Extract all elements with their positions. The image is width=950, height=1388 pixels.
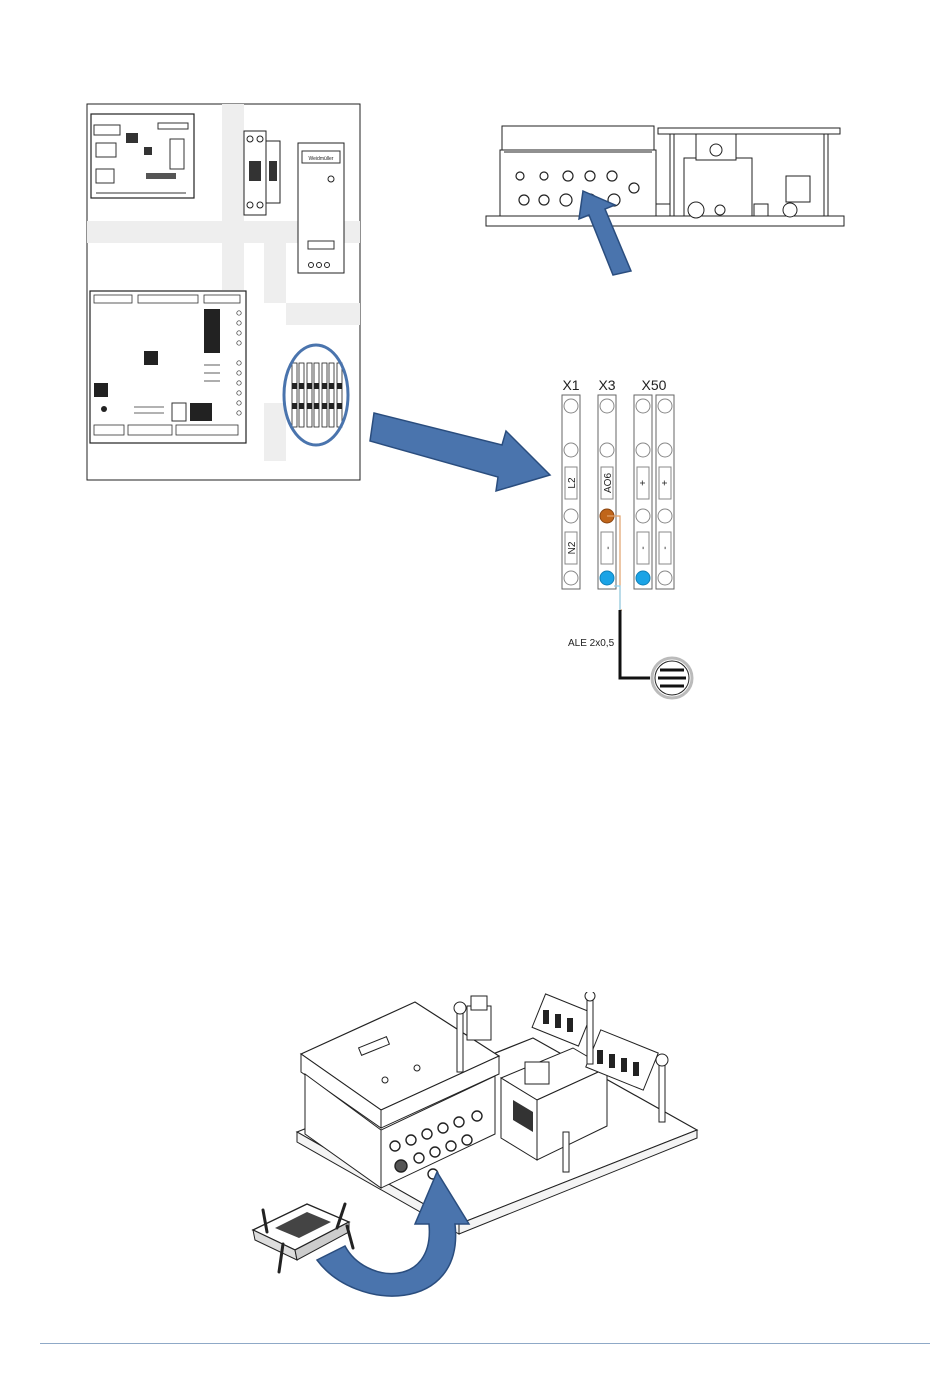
- footer-divider: [40, 1343, 930, 1344]
- circuit-breakers: [244, 131, 280, 215]
- terminal-header-x3: X3: [598, 377, 615, 393]
- valve-assembly-side: [656, 128, 840, 218]
- x3-label-ao6: AO6: [603, 473, 614, 493]
- cable-label: ALE 2x0,5: [568, 638, 615, 649]
- arrow-right-icon: [368, 405, 554, 497]
- enclosure-side-view: [484, 118, 846, 230]
- x50-label-minus-1: -: [638, 546, 649, 549]
- x50-label-plus-2: +: [660, 480, 671, 486]
- x50-label-minus-2: -: [660, 546, 671, 549]
- x3-blue-wire-terminal: [600, 571, 614, 585]
- terminal-strip-x50: + - + -: [634, 395, 674, 589]
- small-pcb: [91, 114, 194, 198]
- x50-label-plus-1: +: [638, 480, 649, 486]
- main-pcb: [90, 291, 246, 443]
- level-sensor-icon: [652, 658, 692, 698]
- x3-label-minus: -: [603, 546, 614, 549]
- isometric-assembly-drawing: [245, 992, 705, 1322]
- x1-label-l2: L2: [567, 477, 578, 489]
- power-supply: Weidmüller: [298, 143, 344, 273]
- terminal-strip-x3: AO6 -: [598, 395, 616, 589]
- sensor-cable: [620, 610, 650, 678]
- terminal-strip-x1: L2 N2: [562, 395, 580, 589]
- arrow-up-icon: [575, 185, 645, 277]
- terminal-header-x50: X50: [642, 377, 667, 393]
- terminal-header-x1: X1: [562, 377, 579, 393]
- enclosure-layout-drawing: Weidmüller: [86, 103, 362, 483]
- blue-wire: [614, 586, 620, 610]
- x1-label-n2: N2: [567, 541, 578, 554]
- terminal-wiring-diagram: X1 X3 X50 L2 N2 AO6 - + -: [548, 370, 708, 700]
- power-supply-brand: Weidmüller: [309, 156, 334, 162]
- x50-blue-wire-terminal: [636, 571, 650, 585]
